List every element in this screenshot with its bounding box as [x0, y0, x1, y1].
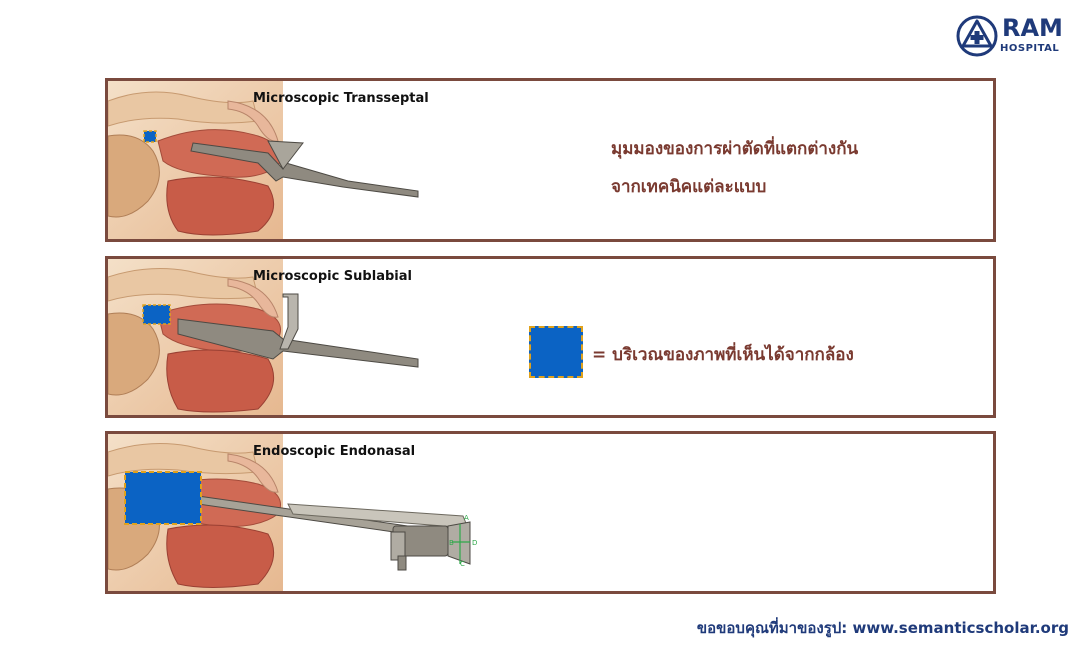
panel-title: Microscopic Sublabial	[253, 269, 412, 284]
caption-line-1: มุมมองของการผ่าตัดที่แตกต่างกัน	[611, 139, 859, 159]
view-area-marker	[142, 304, 171, 325]
ram-hospital-logo: RAM HOSPITAL	[955, 14, 1067, 58]
logo-subtitle: HOSPITAL	[1000, 43, 1060, 54]
endoscope-label-b: B	[449, 539, 454, 547]
sublabial-anatomy-illustration	[108, 259, 419, 415]
legend-swatch	[529, 326, 583, 378]
panel-title: Endoscopic Endonasal	[253, 444, 416, 459]
image-credit: ขอขอบคุณที่มาของรูป: www.semanticscholar…	[696, 619, 1069, 637]
endoscope-label-d: D	[472, 539, 477, 547]
panel-title: Microscopic Transseptal	[253, 91, 429, 106]
panel-microscopic-sublabial: Microscopic Sublabial = บริเวณของภาพที่เ…	[105, 256, 996, 418]
panel-endoscopic-endonasal: A B C D Endoscopic Endonasal	[105, 431, 996, 594]
ram-logo-icon	[956, 15, 998, 57]
sublabial-speculum	[177, 293, 419, 368]
view-area-marker	[143, 130, 157, 143]
view-area-marker	[124, 471, 202, 525]
legend-text: = บริเวณของภาพที่เห็นได้จากกล้อง	[592, 345, 854, 365]
endonasal-anatomy-illustration: A B C D	[108, 434, 477, 591]
microscope-speculum	[190, 140, 419, 198]
logo-name: RAM	[1002, 14, 1063, 42]
panel-microscopic-transseptal: Microscopic Transseptal มุมมองของการผ่าต…	[105, 78, 996, 242]
endoscope-labels: A B C D	[449, 514, 477, 568]
endoscope-label-c: C	[460, 560, 465, 568]
caption-line-2: จากเทคนิคแต่ละแบบ	[611, 177, 767, 197]
transseptal-anatomy-illustration	[108, 81, 419, 239]
endoscope-label-a: A	[464, 514, 469, 522]
